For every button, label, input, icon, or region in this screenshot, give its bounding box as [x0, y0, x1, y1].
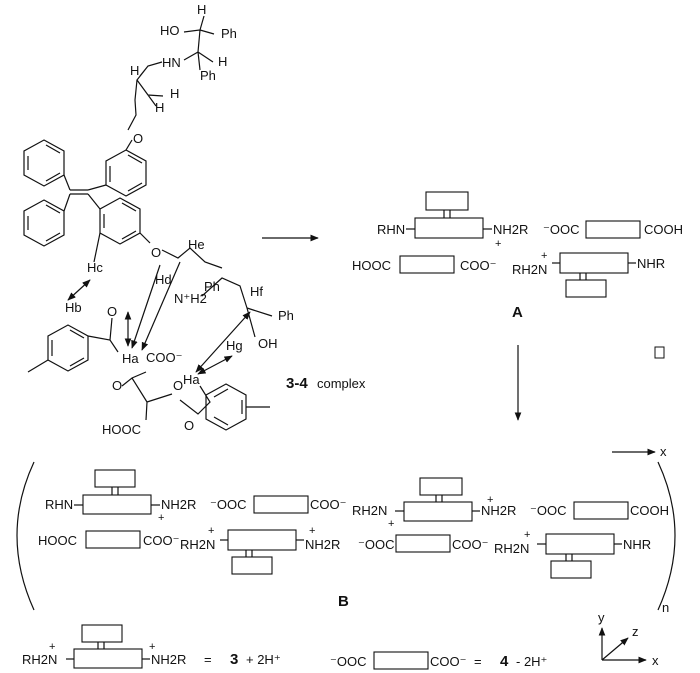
- h-label: H: [218, 54, 227, 69]
- carbonyl-oxygen-label: O: [184, 418, 194, 433]
- complex-a-label: A: [512, 304, 523, 321]
- hydroxyl-label: OH: [258, 336, 278, 351]
- hydroxyl-label: HO: [160, 23, 180, 38]
- nh2r-label: NH2R: [161, 497, 196, 512]
- phenyl-label: Ph: [278, 308, 294, 323]
- carboxylic-acid-label: HOOC: [38, 533, 77, 548]
- nh2r-label: NH2R: [493, 222, 528, 237]
- carbonyl-oxygen-label: O: [107, 304, 117, 319]
- proton-ha-label: Ha: [183, 372, 200, 387]
- carboxylate-label: COO⁻: [310, 497, 346, 512]
- ether-oxygen-label: O: [151, 245, 161, 260]
- rh2n-label: RH2N: [512, 262, 547, 277]
- amine-label: HN: [162, 55, 181, 70]
- x-axis-label: x: [660, 444, 667, 459]
- equals-sign: =: [474, 654, 482, 669]
- plus-charge: +: [208, 525, 214, 537]
- phenyl-label: Ph: [204, 279, 220, 294]
- plus-charge: +: [524, 529, 530, 541]
- plus-charge: +: [388, 518, 394, 530]
- ammonium-label: N⁺H2: [174, 291, 207, 306]
- carboxylate-label: COO⁻: [452, 537, 488, 552]
- rh2n-label: RH2N: [352, 503, 387, 518]
- x-axis-label: x: [652, 653, 659, 668]
- carboxylate-label: COO⁻: [146, 350, 182, 365]
- molecular-structure-3-4: HO H Ph HN H Ph H H H O O Hc: [23, 2, 366, 437]
- equals-sign: =: [204, 652, 212, 667]
- compound-4-label: 4: [500, 653, 509, 670]
- nh2r-label: NH2R: [481, 503, 516, 518]
- carboxylic-acid-label: HOOC: [102, 422, 141, 437]
- complex-a: RHN NH2R + ⁻OOC COOH HOOC COO⁻ RH2N + NH…: [352, 191, 683, 321]
- carboxylate-label: COO⁻: [460, 258, 496, 273]
- nhr-label: NHR: [623, 537, 651, 552]
- nh2r-label: NH2R: [151, 652, 186, 667]
- carboxylate-label: ⁻OOC: [358, 537, 394, 552]
- compound-3-label: 3: [230, 651, 238, 668]
- z-axis-label: z: [632, 624, 639, 639]
- minus-2h-label: - 2H⁺: [516, 654, 547, 669]
- compound-number: 3-4: [286, 375, 308, 392]
- plus-charge: +: [487, 494, 493, 506]
- rhn-label: RHN: [45, 497, 73, 512]
- complex-word: complex: [317, 376, 366, 391]
- proton-ha-label: Ha: [122, 351, 139, 366]
- h-label: H: [155, 100, 164, 115]
- ether-oxygen-label: O: [133, 131, 143, 146]
- proton-hg-label: Hg: [226, 338, 243, 353]
- h-label: H: [197, 2, 206, 17]
- h-label: H: [170, 86, 179, 101]
- phenyl-label: Ph: [200, 68, 216, 83]
- plus-charge: +: [149, 641, 155, 653]
- nhr-label: NHR: [637, 256, 665, 271]
- polymer-b: n x RHN NH2R + ⁻OOC COO⁻ RH2N + NH2R + ⁻…: [16, 444, 676, 615]
- rh2n-label: RH2N: [180, 537, 215, 552]
- carboxylate-label: ⁻OOC: [530, 503, 566, 518]
- placeholder-box: [654, 346, 665, 359]
- plus-2h-label: + 2H⁺: [246, 652, 281, 667]
- legend-equations: RH2N + NH2R + = 3 + 2H⁺ ⁻OOC COO⁻ = 4 - …: [22, 624, 547, 670]
- ester-oxygen-label: O: [173, 378, 183, 393]
- plus-charge: +: [309, 525, 315, 537]
- axis-triad: y z x: [598, 610, 659, 668]
- rh2n-label: RH2N: [22, 652, 57, 667]
- repeat-n-label: n: [662, 600, 669, 615]
- polymer-b-label: B: [338, 593, 349, 610]
- carboxylate-label: COO⁻: [430, 654, 466, 669]
- h-label: H: [130, 63, 139, 78]
- proton-hb-label: Hb: [65, 300, 82, 315]
- carboxylate-label: ⁻OOC: [543, 222, 579, 237]
- carboxylate-label: COO⁻: [143, 533, 179, 548]
- carboxylic-acid-label: COOH: [630, 503, 669, 518]
- phenyl-label: Ph: [221, 26, 237, 41]
- carboxylate-label: ⁻OOC: [330, 654, 366, 669]
- plus-charge: +: [495, 238, 501, 250]
- proton-hc-label: Hc: [87, 260, 103, 275]
- plus-charge: +: [49, 641, 55, 653]
- carboxylate-label: ⁻OOC: [210, 497, 246, 512]
- rhn-label: RHN: [377, 222, 405, 237]
- proton-hd-label: Hd: [155, 272, 172, 287]
- proton-he-label: He: [188, 237, 205, 252]
- plus-charge: +: [541, 250, 547, 262]
- rh2n-label: RH2N: [494, 541, 529, 556]
- ester-oxygen-label: O: [112, 378, 122, 393]
- carboxylic-acid-label: COOH: [644, 222, 683, 237]
- plus-charge: +: [158, 512, 164, 524]
- y-axis-label: y: [598, 610, 605, 625]
- carboxylic-acid-label: HOOC: [352, 258, 391, 273]
- proton-hf-label: Hf: [250, 284, 263, 299]
- nh2r-label: NH2R: [305, 537, 340, 552]
